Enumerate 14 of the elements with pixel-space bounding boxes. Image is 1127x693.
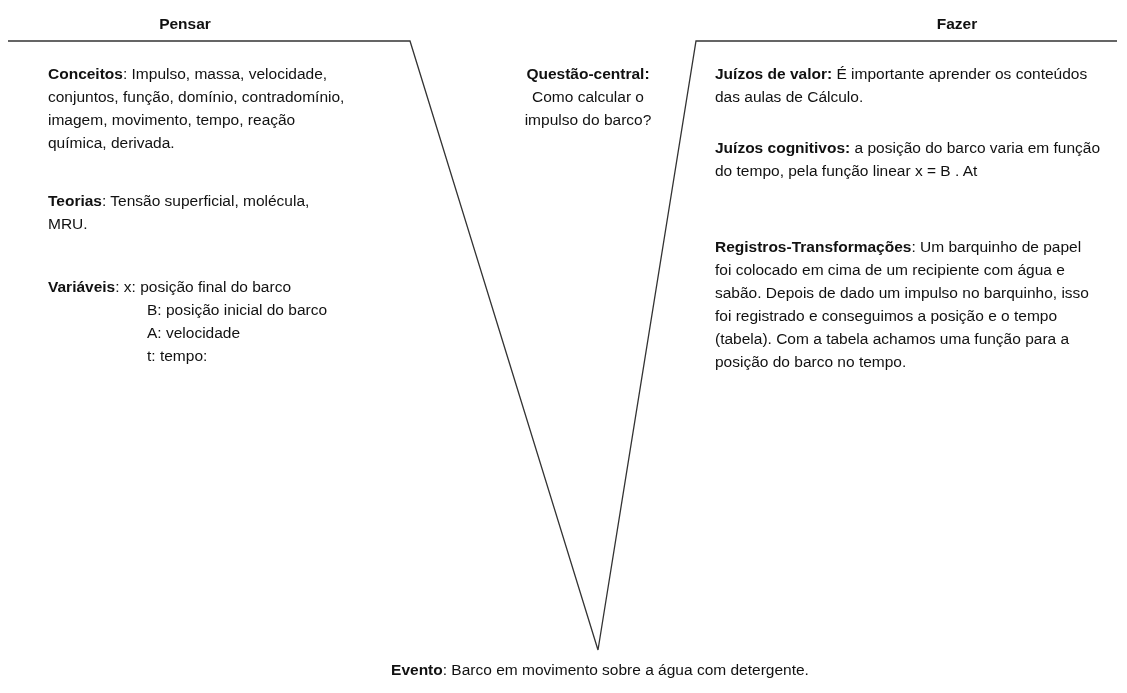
record-text: Registros-Transformações: Um barquinho de papel foi colocado em cima de um recipiente com água e sabão. Depois de dado um impulso no barquinho, isso foi registrado e conseguimos a posição e o tempo (tabela). Com a tabela achamos uma função para a posição do barco no tempo. [715,237,1090,372]
column-heading: Pensar [158,14,212,34]
event-text: Evento: Barco em movimento sobre a água com detergente. [390,660,810,680]
theory-text: Teorias: Tensão superficial, molécula, MRU. [48,191,311,234]
question-text: Como calcular o impulso do barco? [523,87,653,130]
variable-text: t: tempo: [147,346,209,366]
column-heading: Fazer [935,14,979,34]
variable-text: A: velocidade [147,323,242,343]
variable-text: Variáveis: x: posição final do barco [48,277,292,297]
cognitive-judgment-text: Juízos cognitivos: a posição do barco varia em função do tempo, pela função linear x = B . At [715,138,1102,181]
question-heading: Questão-central: [525,64,651,84]
variable-text: B: posição inicial do barco [147,300,329,320]
concept-text: Conceitos: Impulso, massa, velocidade, conjuntos, função, domínio, contradomínio, imagem, movimento, tempo, reação química, derivada. [48,64,346,153]
value-judgment-text: Juízos de valor: É importante aprender os conteúdos das aulas de Cálculo. [715,64,1089,107]
